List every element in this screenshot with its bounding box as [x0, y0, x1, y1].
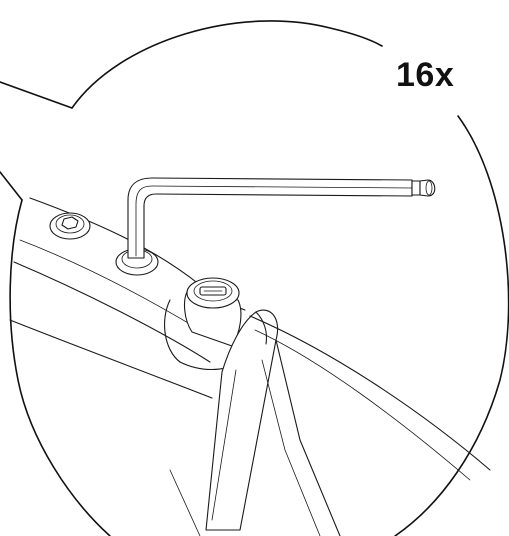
- leg-tube: [205, 309, 341, 536]
- lower-frame: [9, 315, 491, 536]
- callout-leader: [0, 81, 73, 201]
- detail-circle: [9, 20, 509, 536]
- hex-key: [127, 177, 436, 259]
- hex-socket-bolt-left: [49, 212, 91, 240]
- tube-end-cap: [183, 277, 242, 347]
- quantity-label: 16x: [392, 56, 459, 94]
